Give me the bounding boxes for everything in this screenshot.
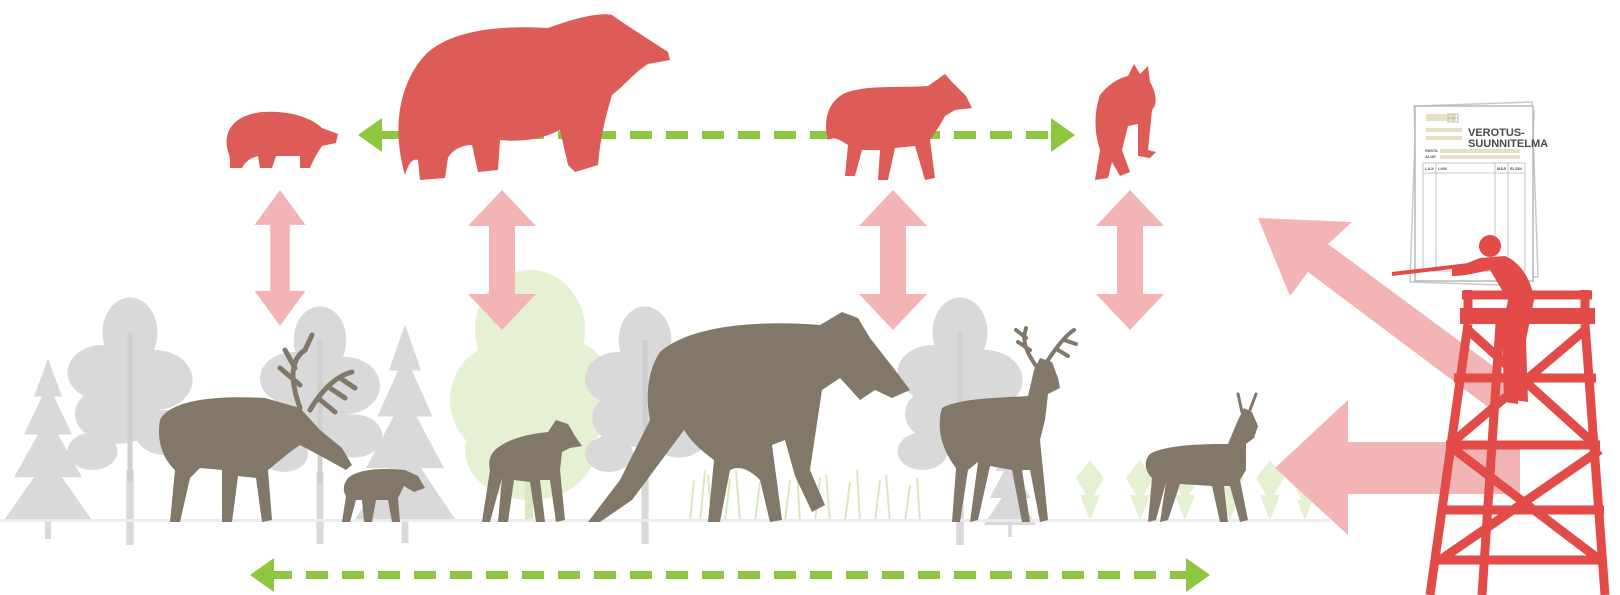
roe-deer-icon <box>1146 394 1258 522</box>
document-label-2: ALUE <box>1425 154 1436 159</box>
interaction-arrow-wolf <box>859 190 927 330</box>
interaction-arrow-wolverine <box>255 190 306 326</box>
lynx-icon <box>1095 64 1156 180</box>
document-col-3: MÄÄ <box>1497 166 1506 171</box>
document-col-1: LAJI <box>1425 166 1434 171</box>
document-col-2: LKM <box>1438 166 1447 171</box>
wolf-icon <box>826 74 972 180</box>
document-col-4: ELÄIN <box>1510 166 1522 171</box>
wolverine-icon <box>227 112 338 168</box>
interaction-arrow-lynx <box>1096 190 1164 330</box>
prey-range-arrow <box>250 558 1210 592</box>
document-title-line2: SUUNNITELMA <box>1468 138 1548 150</box>
bear-icon <box>398 14 670 180</box>
document-label-1: RIISTA <box>1425 148 1438 153</box>
